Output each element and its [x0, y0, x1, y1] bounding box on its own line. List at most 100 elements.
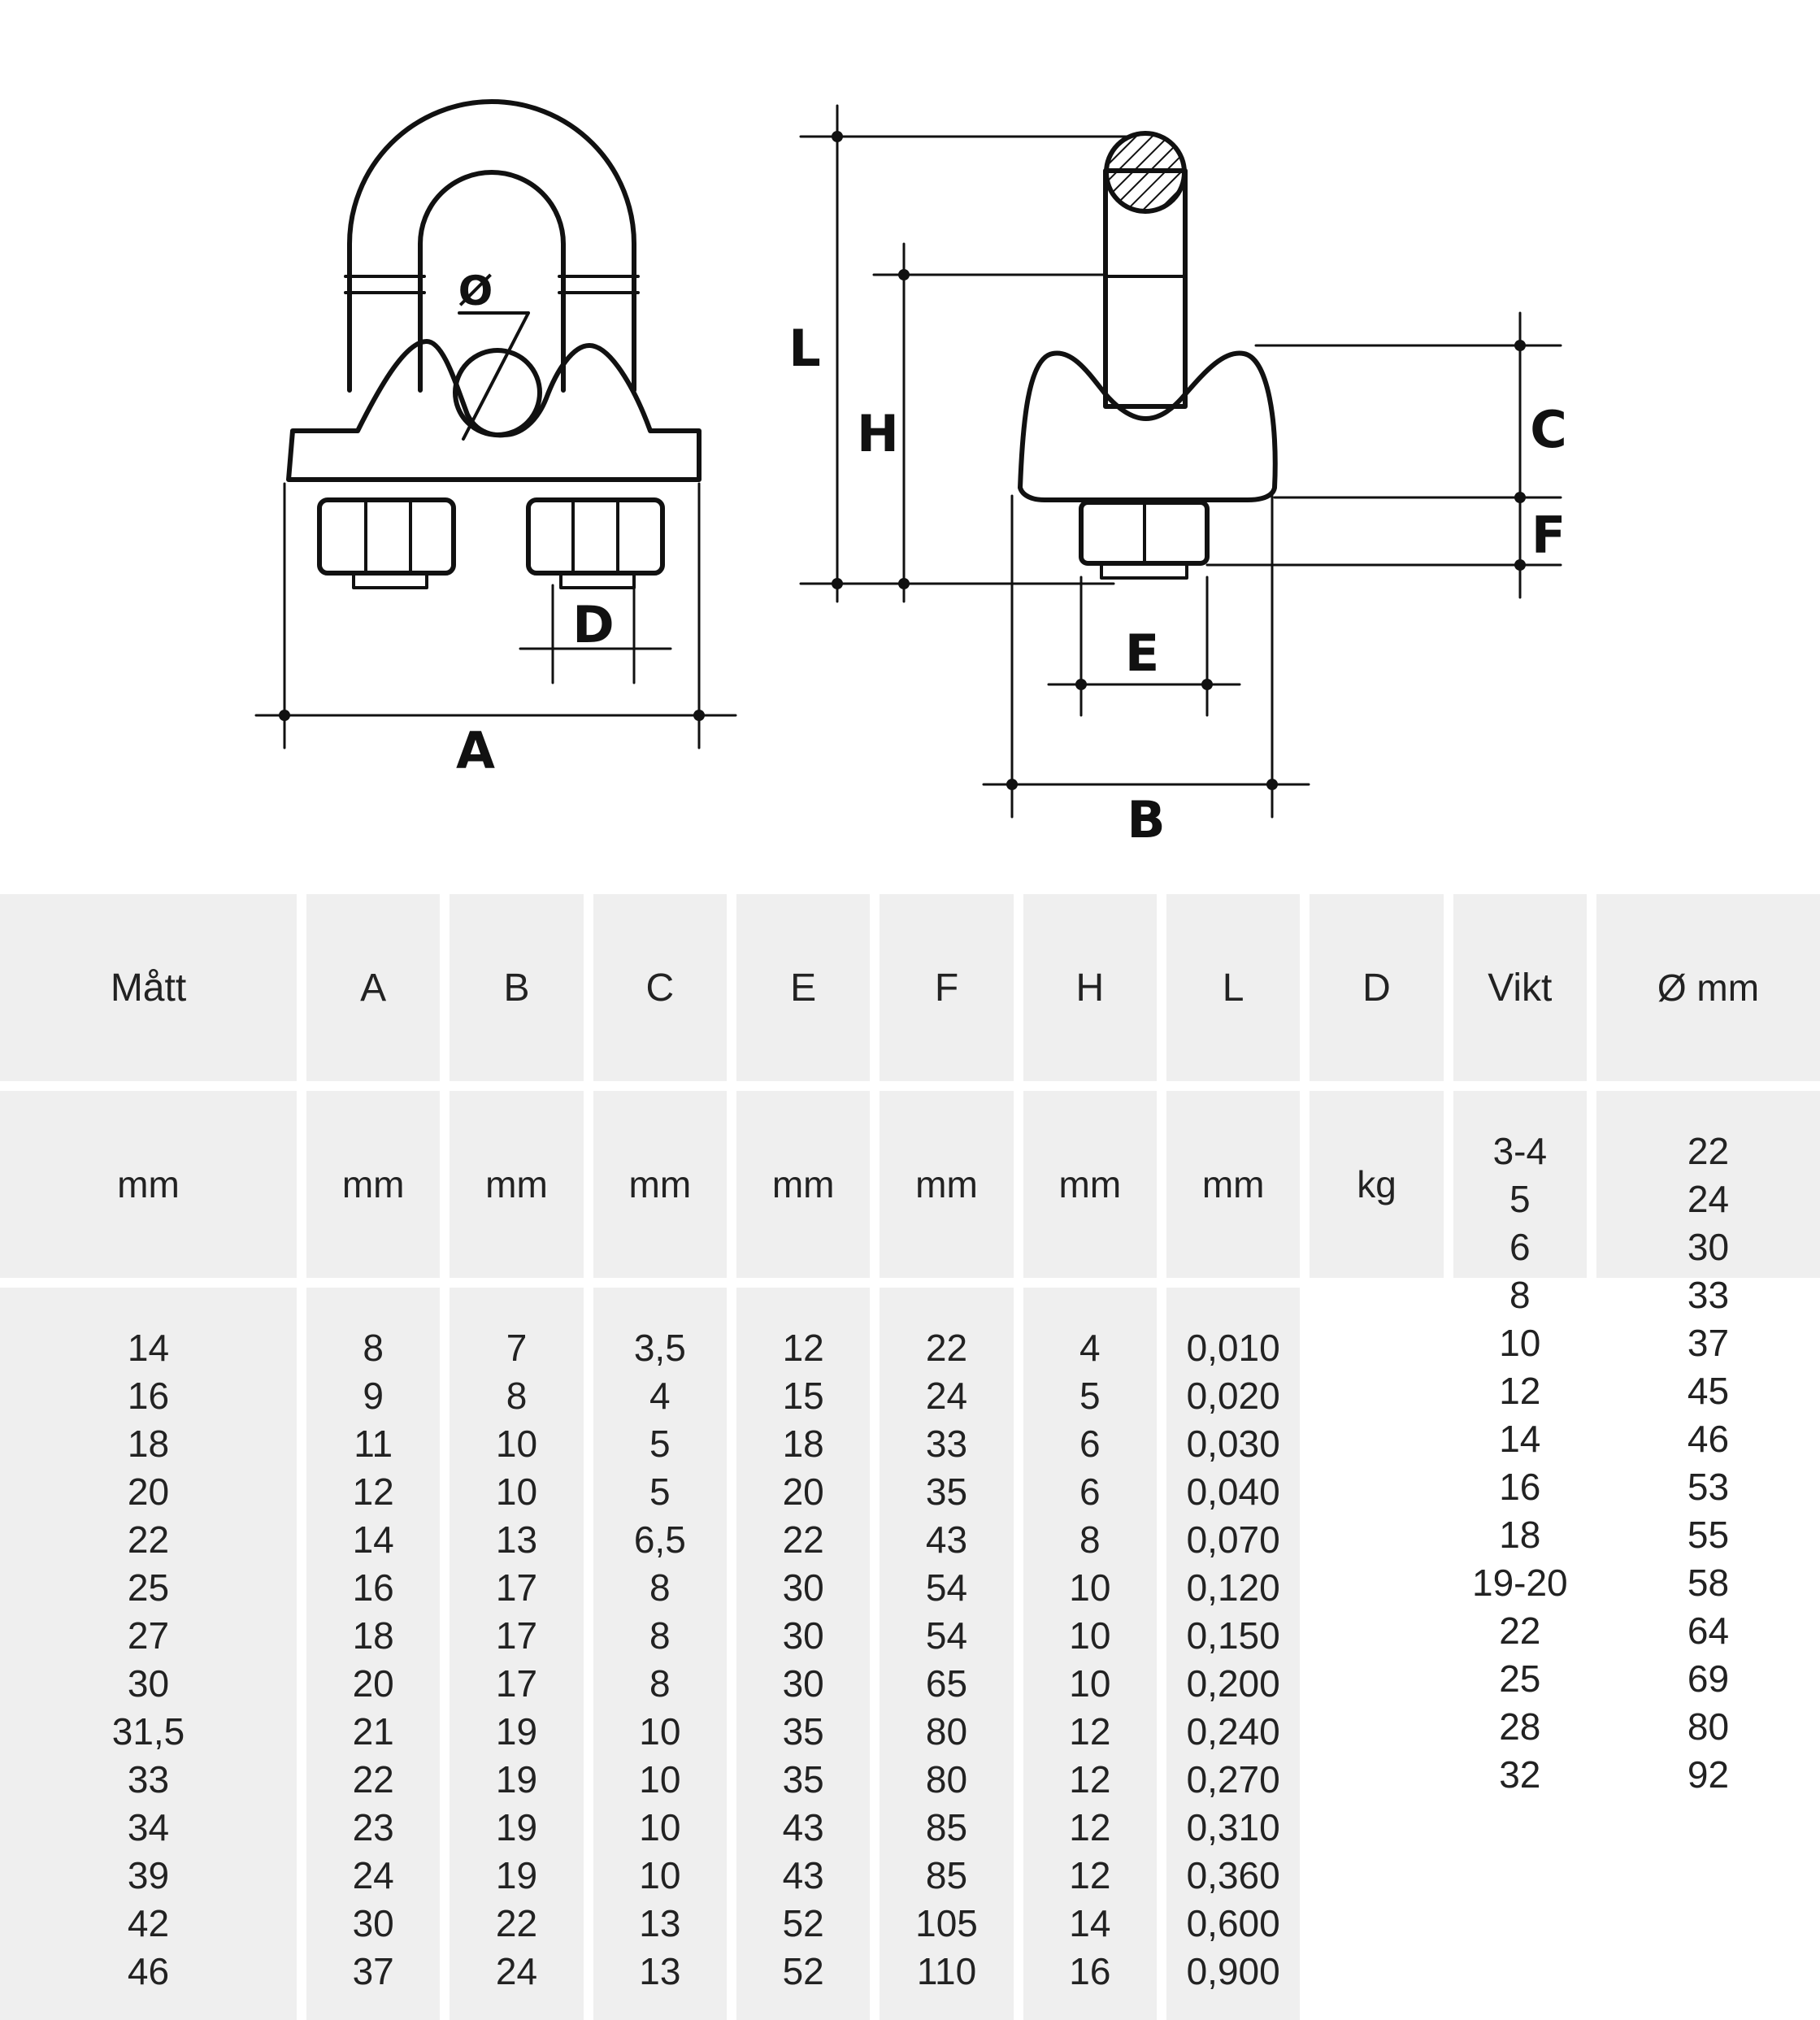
- bolt-section: [1104, 131, 1187, 214]
- value-cell: 46: [127, 1950, 170, 1992]
- value-cell: 10: [495, 1470, 538, 1513]
- value-cell: 105: [915, 1902, 978, 1944]
- value-cell: 13: [639, 1950, 681, 1992]
- value-cell: 21: [352, 1710, 394, 1753]
- value-cell: 10: [639, 1854, 681, 1896]
- value-cell: 54: [925, 1614, 968, 1657]
- label-d: D: [572, 595, 614, 654]
- header-cell: Vikt: [1453, 894, 1587, 1081]
- value-cell: 6,5: [633, 1518, 686, 1561]
- value-cell: 35: [782, 1758, 824, 1801]
- label-b: B: [1127, 790, 1165, 849]
- value-cell: 24: [1687, 1178, 1730, 1220]
- unit-cell: mm: [0, 1091, 297, 1278]
- value-cell: 37: [1687, 1322, 1730, 1364]
- value-cell: 24: [925, 1375, 968, 1417]
- value-cell: 3,5: [633, 1327, 686, 1369]
- value-cell: 18: [127, 1423, 170, 1465]
- value-cell: 8: [649, 1614, 671, 1657]
- value-cell: 0,030: [1186, 1423, 1280, 1465]
- value-cell: 0,310: [1186, 1806, 1280, 1848]
- unit-cell: mm: [593, 1091, 727, 1278]
- value-cell: 18: [352, 1614, 394, 1657]
- value-cell: 6: [1079, 1423, 1101, 1465]
- value-cell: 34: [127, 1806, 170, 1848]
- rope-section: [453, 348, 542, 437]
- value-cell: 18: [1499, 1514, 1541, 1556]
- value-cell: 30: [782, 1662, 824, 1705]
- header-cell: C: [593, 894, 727, 1081]
- value-cell: 12: [1069, 1710, 1111, 1753]
- value-cell: 10: [1069, 1662, 1111, 1705]
- value-cell: 85: [925, 1806, 968, 1848]
- value-cell: 27: [127, 1614, 170, 1657]
- value-cell: 10: [1069, 1566, 1111, 1609]
- front-view: [254, 99, 737, 749]
- value-cell: 19-20: [1471, 1562, 1568, 1604]
- value-cell: 10: [1069, 1614, 1111, 1657]
- header-cell: D: [1310, 894, 1444, 1081]
- value-cell: 28: [1499, 1705, 1541, 1748]
- value-cell: 45: [1687, 1370, 1730, 1412]
- wire-rope-clip-drawing: A D Ø L H C F E B: [254, 99, 1567, 849]
- value-cell: 46: [1687, 1418, 1730, 1460]
- value-cell: 0,040: [1186, 1470, 1280, 1513]
- value-cell: 35: [925, 1470, 968, 1513]
- value-cell: 30: [352, 1902, 394, 1944]
- label-h: H: [857, 404, 899, 463]
- value-cell: 10: [495, 1423, 538, 1465]
- value-cell: 64: [1687, 1609, 1730, 1652]
- value-cell: 22: [1687, 1130, 1730, 1172]
- value-cell: 10: [1499, 1322, 1541, 1364]
- value-cell: 9: [363, 1375, 384, 1417]
- value-cell: 30: [1687, 1226, 1730, 1268]
- value-cell: 43: [925, 1518, 968, 1561]
- value-cell: 5: [649, 1470, 671, 1513]
- value-cell: 0,120: [1186, 1566, 1280, 1609]
- value-cell: 65: [925, 1662, 968, 1705]
- unit-cell: mm: [736, 1091, 871, 1278]
- value-cell: 12: [782, 1327, 824, 1369]
- value-cell: 13: [639, 1902, 681, 1944]
- header-cell: E: [736, 894, 871, 1081]
- value-cell: 19: [495, 1758, 538, 1801]
- value-cell: 23: [352, 1806, 394, 1848]
- value-cell: 10: [639, 1710, 681, 1753]
- value-cell: 22: [127, 1518, 170, 1561]
- value-cell: 22: [782, 1518, 824, 1561]
- header-cell: Mått: [0, 894, 297, 1081]
- value-cell: 80: [1687, 1705, 1730, 1748]
- value-cell: 20: [352, 1662, 394, 1705]
- value-cell: 20: [782, 1470, 824, 1513]
- saddle-side: [1018, 350, 1278, 502]
- value-cell: 12: [1069, 1806, 1111, 1848]
- value-cell: 8: [649, 1566, 671, 1609]
- value-cell: 7: [506, 1327, 528, 1369]
- value-cell: 17: [495, 1662, 538, 1705]
- header-cell: B: [450, 894, 584, 1081]
- unit-cell: mm: [306, 1091, 441, 1278]
- value-cell: 16: [352, 1566, 394, 1609]
- value-cell: 19: [495, 1710, 538, 1753]
- value-cell: 22: [352, 1758, 394, 1801]
- value-cell: 8: [363, 1327, 384, 1369]
- value-cell: 53: [1687, 1466, 1730, 1508]
- unit-cell: mm: [1023, 1091, 1157, 1278]
- value-cell: 0,360: [1186, 1854, 1280, 1896]
- value-cell: 17: [495, 1614, 538, 1657]
- value-cell: 32: [1499, 1753, 1541, 1796]
- value-cell: 14: [1499, 1418, 1541, 1460]
- value-cell: 92: [1687, 1753, 1730, 1796]
- value-cell: 14: [127, 1327, 170, 1369]
- value-cell: 19: [495, 1854, 538, 1896]
- value-cell: 5: [1079, 1375, 1101, 1417]
